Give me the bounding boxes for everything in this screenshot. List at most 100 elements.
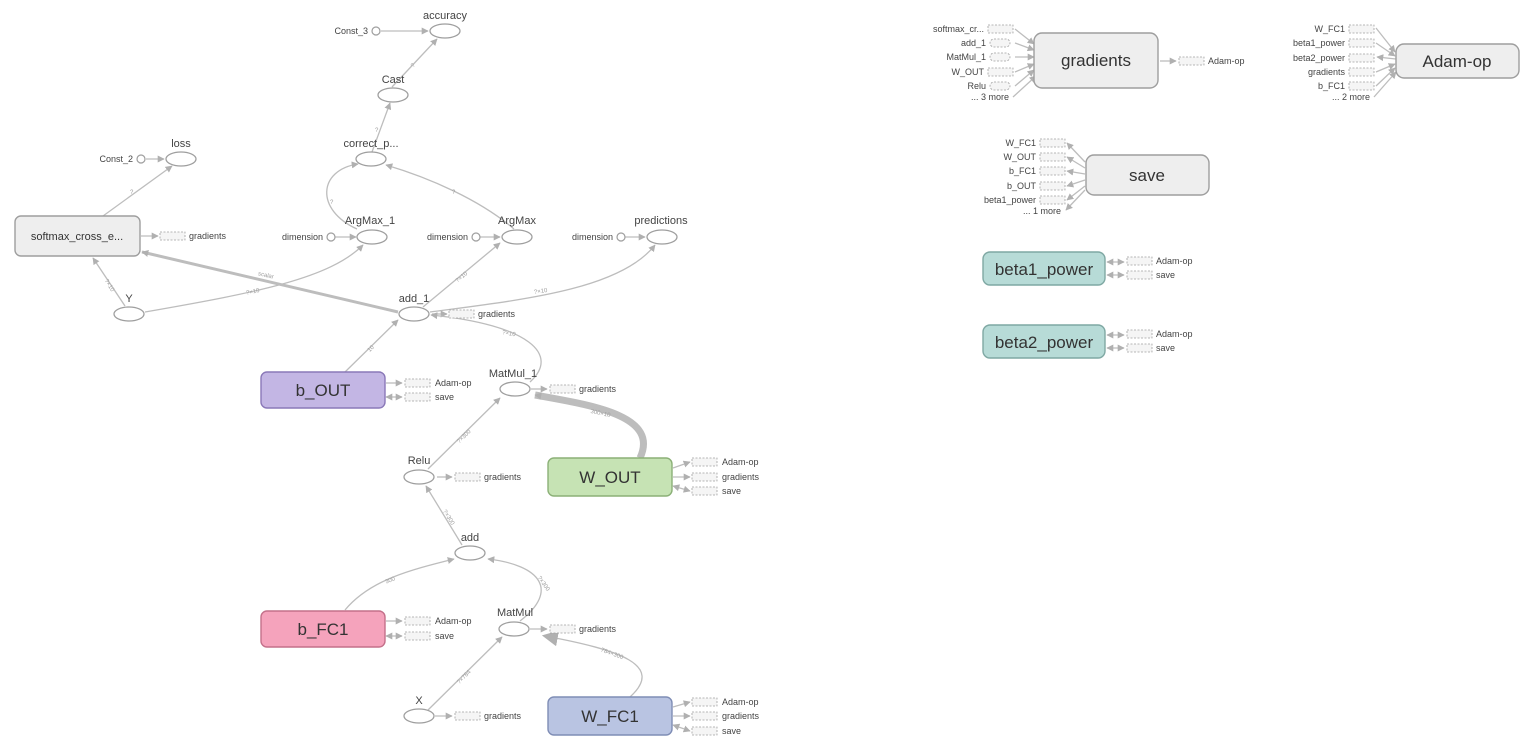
stub-box [1348,67,1375,77]
stub-label: gradients [478,309,516,319]
aux-stub-wout-gradients[interactable]: gradients [691,472,760,482]
node-argmax-1[interactable]: ArgMax_1 [345,215,395,245]
stub-box [1178,56,1205,66]
node-y[interactable]: Y [113,293,145,322]
namespace-box [1033,32,1159,89]
aux-stub-bfc1-save[interactable]: save [404,631,454,641]
aux-stub-bout-save[interactable]: save [404,392,454,402]
aux-output-adam: Adam-op [1208,56,1245,66]
node-relu[interactable]: Relu [403,455,435,485]
edge-aux [1373,71,1397,98]
node-cast[interactable]: Cast [377,74,409,103]
aux-stub-x-gradients[interactable]: gradients [454,711,522,721]
op-ellipse [429,23,461,39]
aux-stub-wfc1-save[interactable]: save [691,726,741,736]
edge-aux [1066,185,1086,201]
edge-x-matmul [427,636,503,711]
namespace-b-out[interactable]: b_OUT [260,371,386,409]
stub-box [1039,195,1066,205]
edge-add1-argmax [422,242,501,308]
namespace-label-b-fc1: b_FC1 [297,620,348,639]
edge-aux [1375,27,1396,53]
namespace-box [982,324,1106,359]
node-correct-prediction[interactable]: correct_p... [343,138,399,167]
edge-argmax1-correctp [326,161,359,230]
aux-input-label: b_FC1 [1318,81,1345,91]
edge-cast-accuracy [391,38,438,88]
stub-label: gradients [579,384,617,394]
node-dimension-1[interactable]: dimension [282,232,336,242]
node-loss[interactable]: loss [165,138,197,167]
node-add[interactable]: add [454,532,486,561]
edge-label: ?×10 [103,278,116,293]
node-const-3[interactable]: Const_3 [334,26,381,36]
stub-box [1039,166,1066,176]
node-matmul-1[interactable]: MatMul_1 [489,368,537,397]
aux-stub-wfc1-gradients[interactable]: gradients [691,711,760,721]
namespace-softmax-cross-entropy[interactable]: softmax_cross_e... [14,215,141,257]
stub-box [691,726,718,736]
const-circle [471,232,481,242]
stub-box [1348,38,1375,48]
aux-stub-bfc1-adam[interactable]: Adam-op [404,616,472,626]
aux-node-gradients[interactable]: gradients Adam-op softmax_cr... add_1 Ma… [933,24,1245,102]
aux-stub-matmul-gradients[interactable]: gradients [549,624,617,634]
namespace-w-fc1[interactable]: W_FC1 [547,696,673,736]
aux-node-adam-op[interactable]: Adam-op W_FC1 beta1_power beta2_power gr… [1293,24,1520,102]
aux-stub-wout-adam[interactable]: Adam-op [691,457,759,467]
edge-aux [1066,142,1086,163]
stub-label: gradients [189,231,227,241]
op-ellipse [499,381,531,397]
op-ellipse [355,151,387,167]
edge-label: ? [130,190,134,196]
node-add-1[interactable]: add_1 [398,293,430,322]
aux-output-label: Adam-op [1156,329,1193,339]
node-accuracy[interactable]: accuracy [423,10,468,39]
edge-aux [1066,156,1086,169]
node-predictions[interactable]: predictions [634,215,688,245]
stub-label: gradients [484,711,522,721]
stub-label: Adam-op [722,697,759,707]
node-const-2[interactable]: Const_2 [99,154,146,164]
aux-stub-relu-gradients[interactable]: gradients [454,472,522,482]
node-label-add-1: add_1 [399,293,430,305]
aux-stub-softmax-gradients[interactable]: gradients [159,231,227,241]
aux-stub-wfc1-adam[interactable]: Adam-op [691,697,759,707]
edge-label: ?×784 [456,669,473,686]
node-x[interactable]: X [403,695,435,724]
namespace-box [260,371,386,409]
op-ellipse [403,469,435,485]
node-matmul[interactable]: MatMul [497,607,533,637]
aux-node-save[interactable]: save W_FC1 W_OUT b_FC1 b_OUT beta1_power… [984,138,1210,216]
aux-input-label: W_OUT [1004,152,1037,162]
stub-box [454,472,481,482]
aux-node-beta2-power[interactable]: beta2_power Adam-op save [982,324,1193,359]
stub-label: save [722,486,741,496]
node-label-accuracy: accuracy [423,10,468,22]
stub-box [549,384,576,394]
namespace-box [1085,154,1210,196]
node-dimension-2[interactable]: dimension [427,232,481,242]
node-argmax[interactable]: ArgMax [498,215,536,245]
aux-title-gradients: gradients [1061,51,1131,70]
edge-wfc1-matmul [541,630,643,698]
main-edges [92,27,691,733]
aux-node-beta1-power[interactable]: beta1_power Adam-op save [982,251,1193,286]
edge-label: ? [452,190,456,196]
stub-box [159,231,186,241]
aux-stub-wout-save[interactable]: save [691,486,741,496]
aux-stub-matmul1-gradients[interactable]: gradients [549,384,617,394]
node-dimension-3[interactable]: dimension [572,232,626,242]
aux-input-label: beta2_power [1293,53,1345,63]
stub-box [1039,181,1066,191]
node-label-add: add [461,532,479,544]
node-label-cast: Cast [382,74,405,86]
node-label-const-3: Const_3 [334,26,368,36]
namespace-w-out[interactable]: W_OUT [547,457,673,497]
edge-matmul-add [487,556,542,622]
edge-label: scalar [257,271,274,280]
namespace-b-fc1[interactable]: b_FC1 [260,610,386,648]
aux-stub-add1-gradients[interactable]: gradients [448,309,516,319]
aux-stub-bout-adam[interactable]: Adam-op [404,378,472,388]
